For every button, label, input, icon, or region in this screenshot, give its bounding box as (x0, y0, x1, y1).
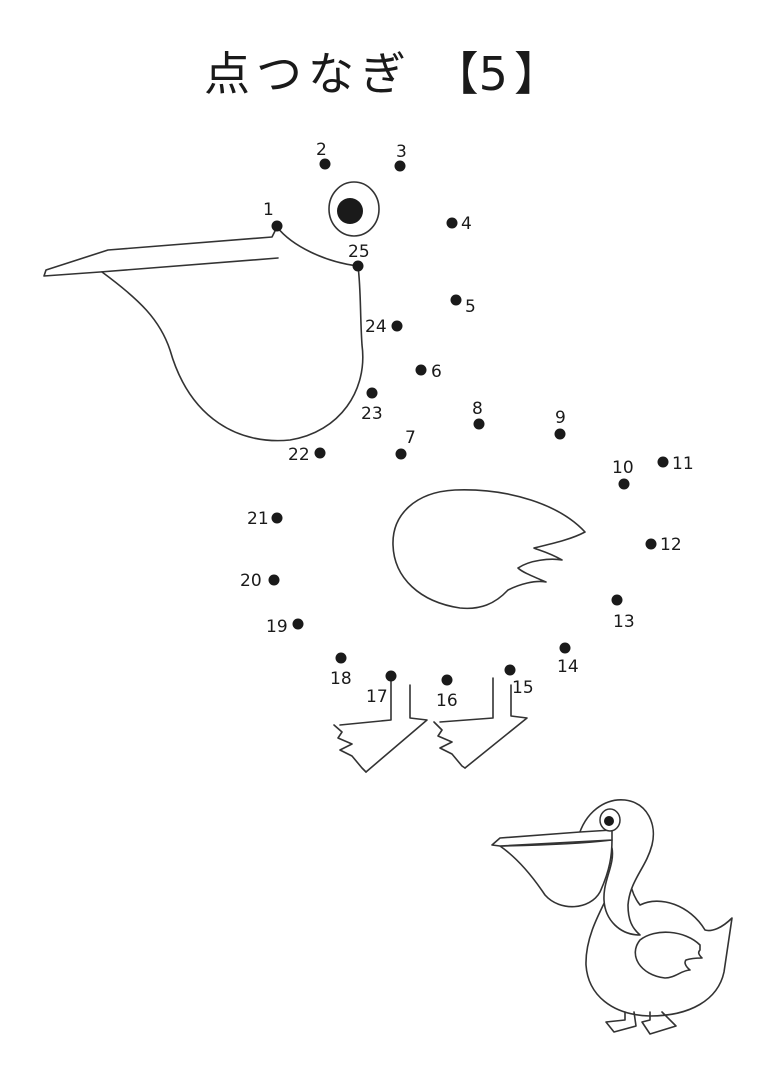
dot-label-3: 3 (396, 142, 407, 162)
dot-23 (366, 387, 378, 399)
dot-22 (314, 447, 326, 459)
dot-15 (504, 664, 516, 676)
dot-7 (395, 448, 407, 460)
dot-label-11: 11 (672, 454, 694, 474)
dot-25 (352, 260, 364, 272)
dot-6 (415, 364, 427, 376)
dot-label-10: 10 (612, 458, 634, 478)
dot-label-14: 14 (557, 657, 579, 677)
dot-label-1: 1 (263, 200, 274, 220)
dot-label-2: 2 (316, 140, 327, 160)
title-open-bracket: 【 (432, 47, 479, 101)
dot-label-23: 23 (361, 404, 383, 424)
title-text: 点つなぎ (204, 47, 413, 101)
dot-10 (618, 478, 630, 490)
dot-label-22: 22 (288, 445, 310, 465)
dot-sequence: 1 2 3 4 5 6 7 8 9 10 11 12 13 14 15 16 1 (240, 140, 694, 711)
dot-label-21: 21 (247, 509, 269, 529)
pelican-beak-pouch-outline (43, 226, 364, 442)
dot-5 (450, 294, 462, 306)
dot-1 (271, 220, 283, 232)
dot-2 (319, 158, 331, 170)
pelican-wing-outline (392, 489, 586, 610)
dot-label-16: 16 (436, 691, 458, 711)
dot-20 (268, 574, 280, 586)
dot-19 (292, 618, 304, 630)
dot-label-8: 8 (472, 399, 483, 419)
dot-label-18: 18 (330, 669, 352, 689)
dot-label-9: 9 (555, 408, 566, 428)
dot-label-7: 7 (405, 428, 416, 448)
dot-label-24: 24 (365, 317, 387, 337)
dot-label-5: 5 (465, 297, 476, 317)
dot-label-20: 20 (240, 571, 262, 591)
dot-21 (271, 512, 283, 524)
title-close-bracket: 】 (513, 47, 560, 101)
dot-label-25: 25 (348, 242, 370, 262)
dot-18 (335, 652, 347, 664)
dot-label-15: 15 (512, 678, 534, 698)
dot-4 (446, 217, 458, 229)
dot-14 (559, 642, 571, 654)
pelican-example-icon (491, 799, 733, 1035)
dot-label-13: 13 (613, 612, 635, 632)
pelican-legs-outline (333, 675, 528, 773)
dot-label-12: 12 (660, 535, 682, 555)
dot-9 (554, 428, 566, 440)
dot-label-4: 4 (461, 214, 472, 234)
dot-label-6: 6 (431, 362, 442, 382)
dot-label-19: 19 (266, 617, 288, 637)
dot-label-17: 17 (366, 687, 388, 707)
dot-3 (394, 160, 406, 172)
page-title: 点つなぎ 【5】 (0, 38, 764, 104)
dot-17 (385, 670, 397, 682)
pelican-eye-icon (328, 181, 380, 237)
puzzle-number: 5 (478, 47, 514, 101)
dot-8 (473, 418, 485, 430)
dot-16 (441, 674, 453, 686)
dot-11 (657, 456, 669, 468)
dot-12 (645, 538, 657, 550)
dot-24 (391, 320, 403, 332)
dot-13 (611, 594, 623, 606)
